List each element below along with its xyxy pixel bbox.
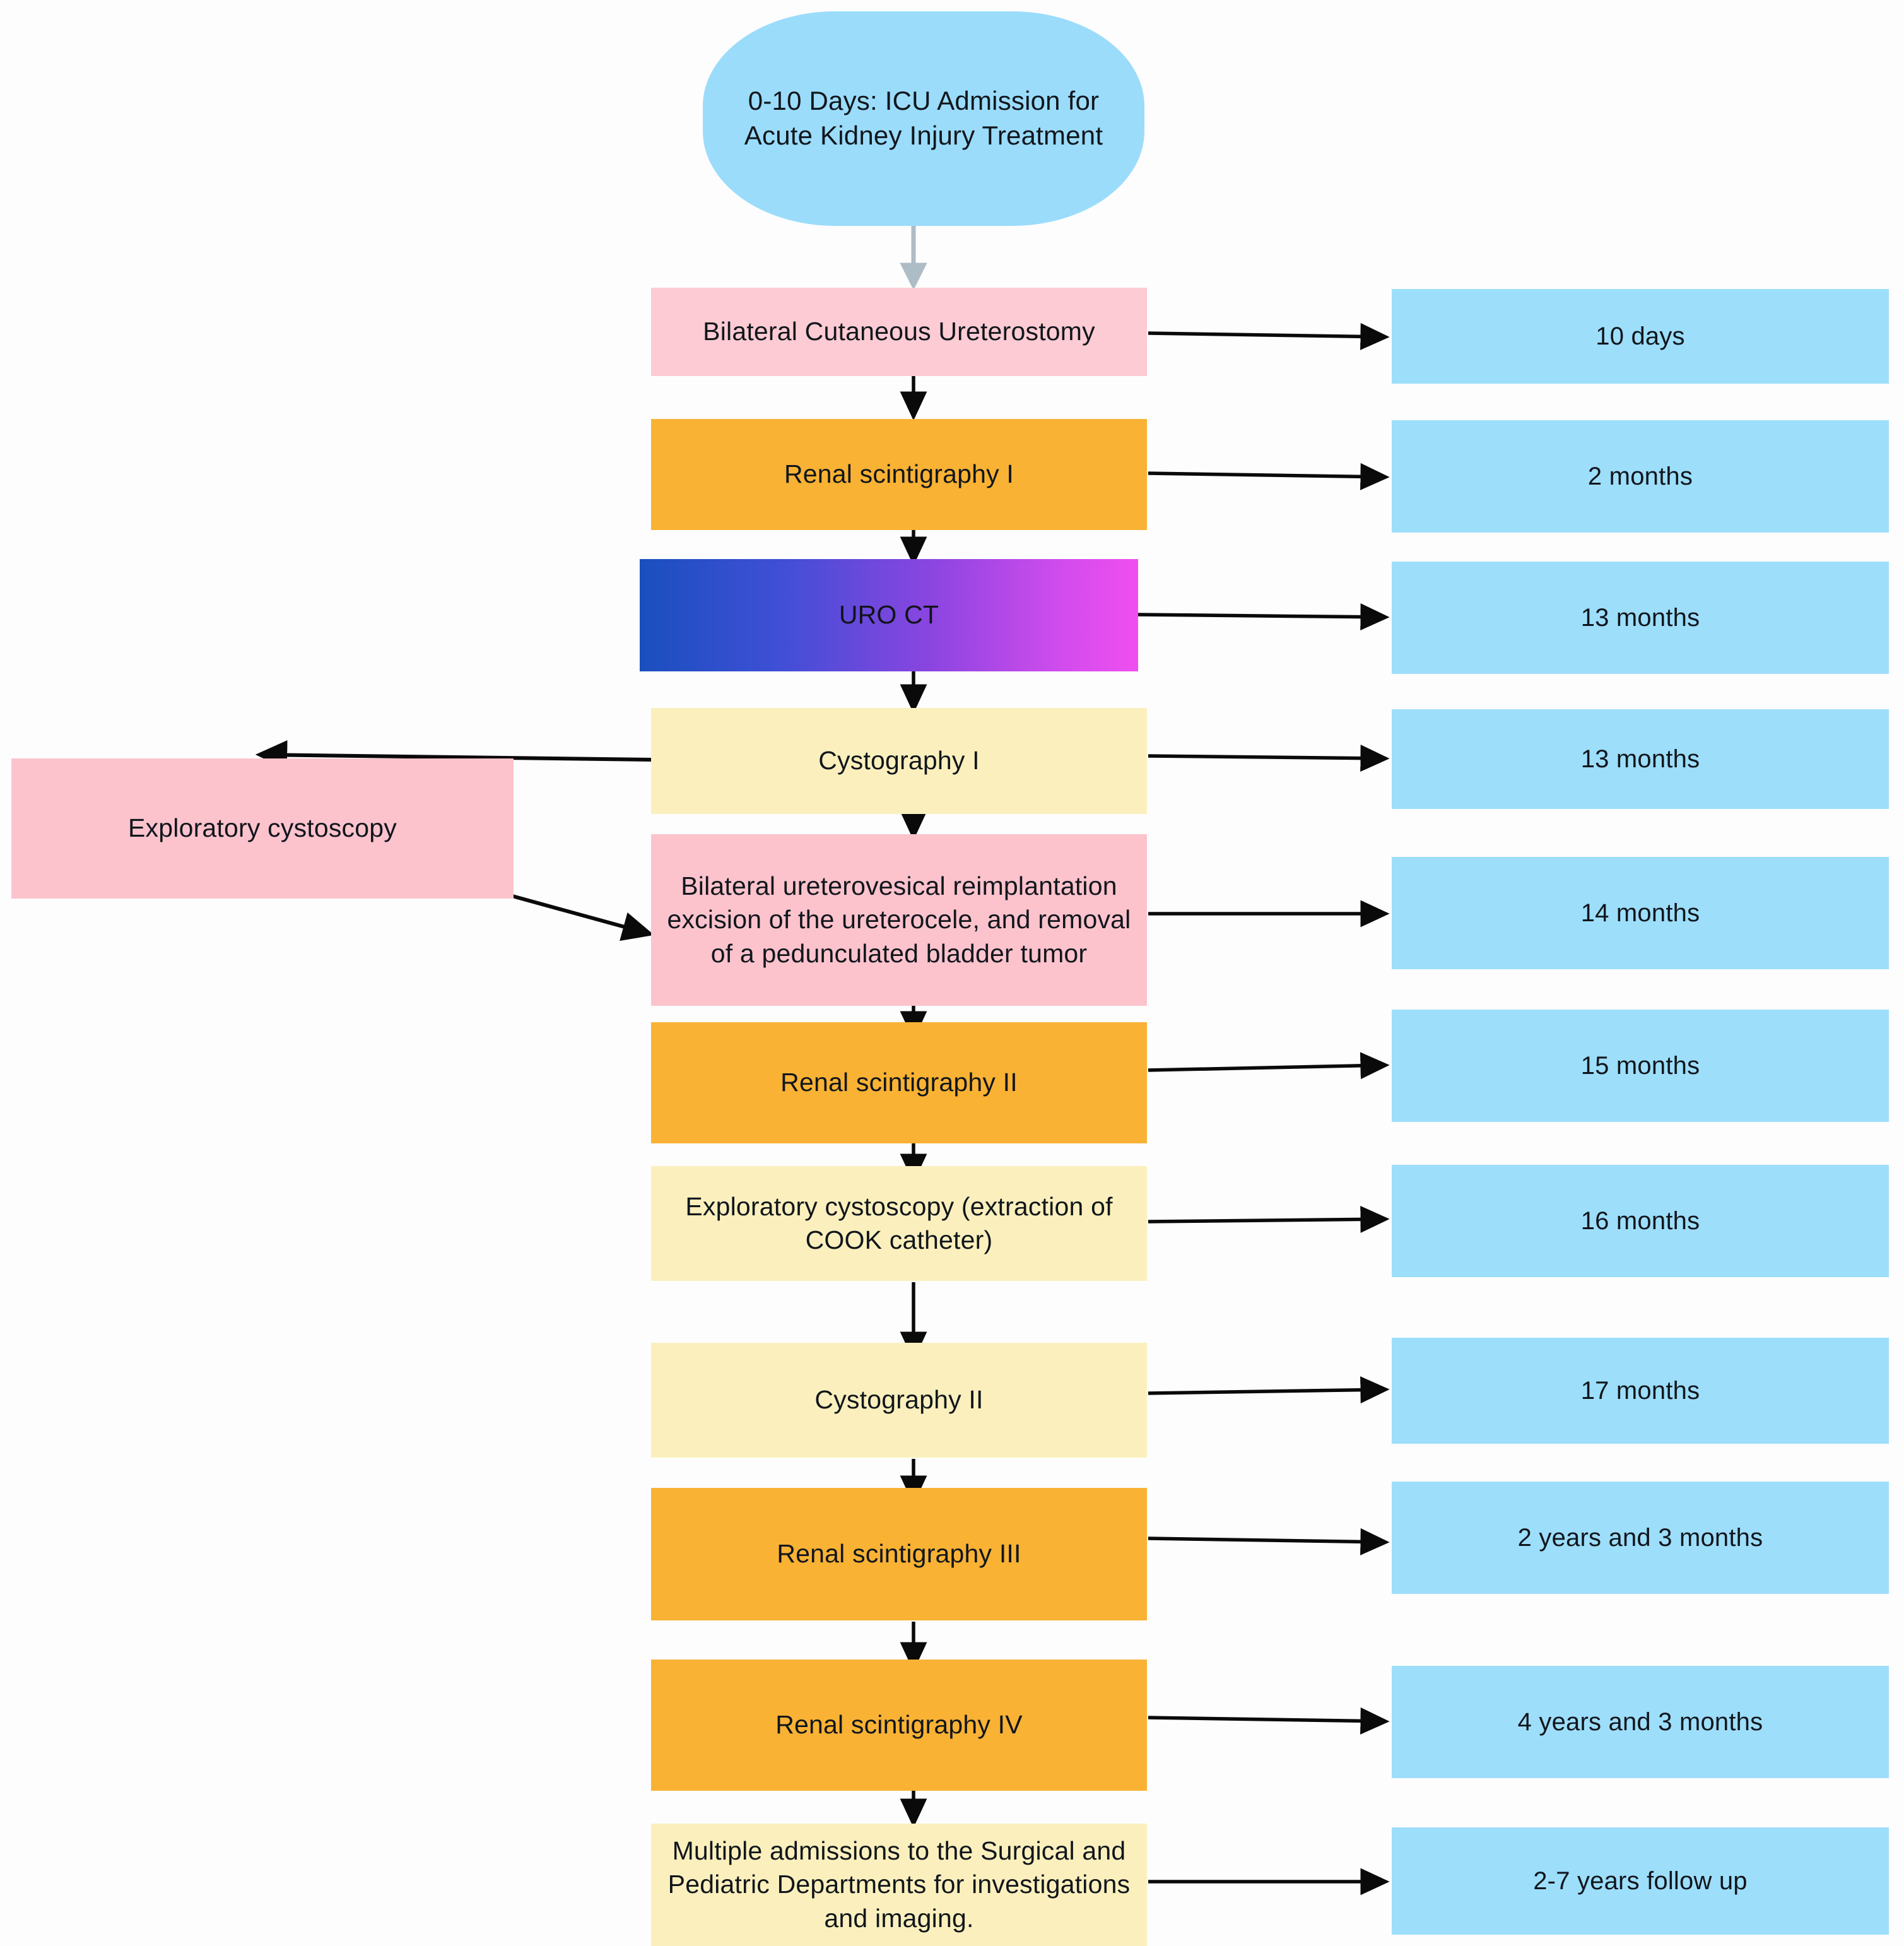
start-node-icu-admission[interactable]: 0-10 Days: ICU Admission for Acute Kidne… — [703, 11, 1144, 226]
step-label: URO CT — [838, 600, 939, 630]
time-box-16-months[interactable]: 16 months — [1392, 1165, 1889, 1277]
step-label: Bilateral Cutaneous Ureterostomy — [703, 317, 1095, 346]
time-box-15-months[interactable]: 15 months — [1392, 1010, 1889, 1122]
time-label: 15 months — [1580, 1052, 1700, 1080]
time-label: 4 years and 3 months — [1517, 1708, 1763, 1736]
time-box-14-months[interactable]: 14 months — [1392, 857, 1889, 969]
edge-step6-time6 — [1148, 1052, 1390, 1080]
step-label: Renal scintigraphy II — [780, 1068, 1018, 1097]
step-label: Bilateral ureterovesical reimplantation … — [667, 871, 1131, 968]
time-box-2-months[interactable]: 2 months — [1392, 420, 1889, 533]
step-renal-scintigraphy-i[interactable]: Renal scintigraphy I — [651, 419, 1147, 530]
edge-step9-time9 — [1148, 1528, 1390, 1555]
edge-start-to-step1 — [900, 222, 927, 290]
time-label: 2-7 years follow up — [1533, 1867, 1748, 1895]
step-renal-scintigraphy-ii[interactable]: Renal scintigraphy II — [651, 1022, 1147, 1143]
time-box-13-months-uroct[interactable]: 13 months — [1392, 562, 1889, 674]
edge-step1-time1 — [1148, 322, 1390, 350]
time-box-4-years-3-months[interactable]: 4 years and 3 months — [1392, 1666, 1889, 1778]
time-box-17-months[interactable]: 17 months — [1392, 1338, 1889, 1444]
time-label: 2 years and 3 months — [1517, 1524, 1763, 1552]
edge-step7-time7 — [1148, 1205, 1390, 1233]
time-label: 16 months — [1580, 1207, 1700, 1235]
step-label: Exploratory cystoscopy (extraction of CO… — [685, 1191, 1113, 1254]
step-cystography-i[interactable]: Cystography I — [651, 708, 1147, 814]
time-label: 17 months — [1580, 1377, 1700, 1405]
edge-exploratory-cystoscopy-to-reimplantation — [512, 894, 654, 941]
edge-step4-time4 — [1148, 745, 1390, 772]
step-renal-scintigraphy-iv[interactable]: Renal scintigraphy IV — [651, 1660, 1147, 1791]
step-cystography-ii[interactable]: Cystography II — [651, 1343, 1147, 1458]
time-label: 13 months — [1580, 604, 1700, 632]
time-box-2-years-3-months[interactable]: 2 years and 3 months — [1392, 1482, 1889, 1594]
step-bilateral-ureterovesical-reimplantation[interactable]: Bilateral ureterovesical reimplantation … — [651, 834, 1147, 1006]
step-multiple-admissions[interactable]: Multiple admissions to the Surgical and … — [651, 1824, 1147, 1946]
edge-step3-time3 — [1137, 603, 1390, 631]
step-exploratory-cystoscopy[interactable]: Exploratory cystoscopy — [11, 758, 514, 899]
time-label: 2 months — [1587, 463, 1693, 490]
time-box-2-7-years-follow-up[interactable]: 2-7 years follow up — [1392, 1827, 1889, 1935]
start-node-label: 0-10 Days: ICU Admission for Acute Kidne… — [744, 86, 1103, 150]
step-uro-ct[interactable]: URO CT — [640, 559, 1138, 671]
edge-step10-time10 — [1148, 1707, 1390, 1735]
step-exploratory-cystoscopy-cook[interactable]: Exploratory cystoscopy (extraction of CO… — [651, 1166, 1147, 1281]
step-renal-scintigraphy-iii[interactable]: Renal scintigraphy III — [651, 1488, 1147, 1620]
step-label: Exploratory cystoscopy — [128, 813, 397, 843]
step-bilateral-cutaneous-ureterostomy[interactable]: Bilateral Cutaneous Ureterostomy — [651, 288, 1147, 376]
step-label: Cystography II — [814, 1385, 984, 1415]
edge-step2-time2 — [1148, 463, 1390, 490]
step-label: Renal scintigraphy III — [777, 1539, 1021, 1569]
step-label: Renal scintigraphy I — [784, 459, 1014, 489]
edge-step8-time8 — [1148, 1376, 1390, 1404]
step-label: Renal scintigraphy IV — [775, 1710, 1023, 1740]
time-label: 14 months — [1580, 899, 1700, 927]
step-label: Cystography I — [818, 746, 980, 775]
time-label: 10 days — [1595, 322, 1685, 350]
time-label: 13 months — [1580, 745, 1700, 773]
time-box-10-days[interactable]: 10 days — [1392, 289, 1889, 384]
step-label: Multiple admissions to the Surgical and … — [667, 1836, 1131, 1933]
time-box-13-months-cystography[interactable]: 13 months — [1392, 709, 1889, 809]
